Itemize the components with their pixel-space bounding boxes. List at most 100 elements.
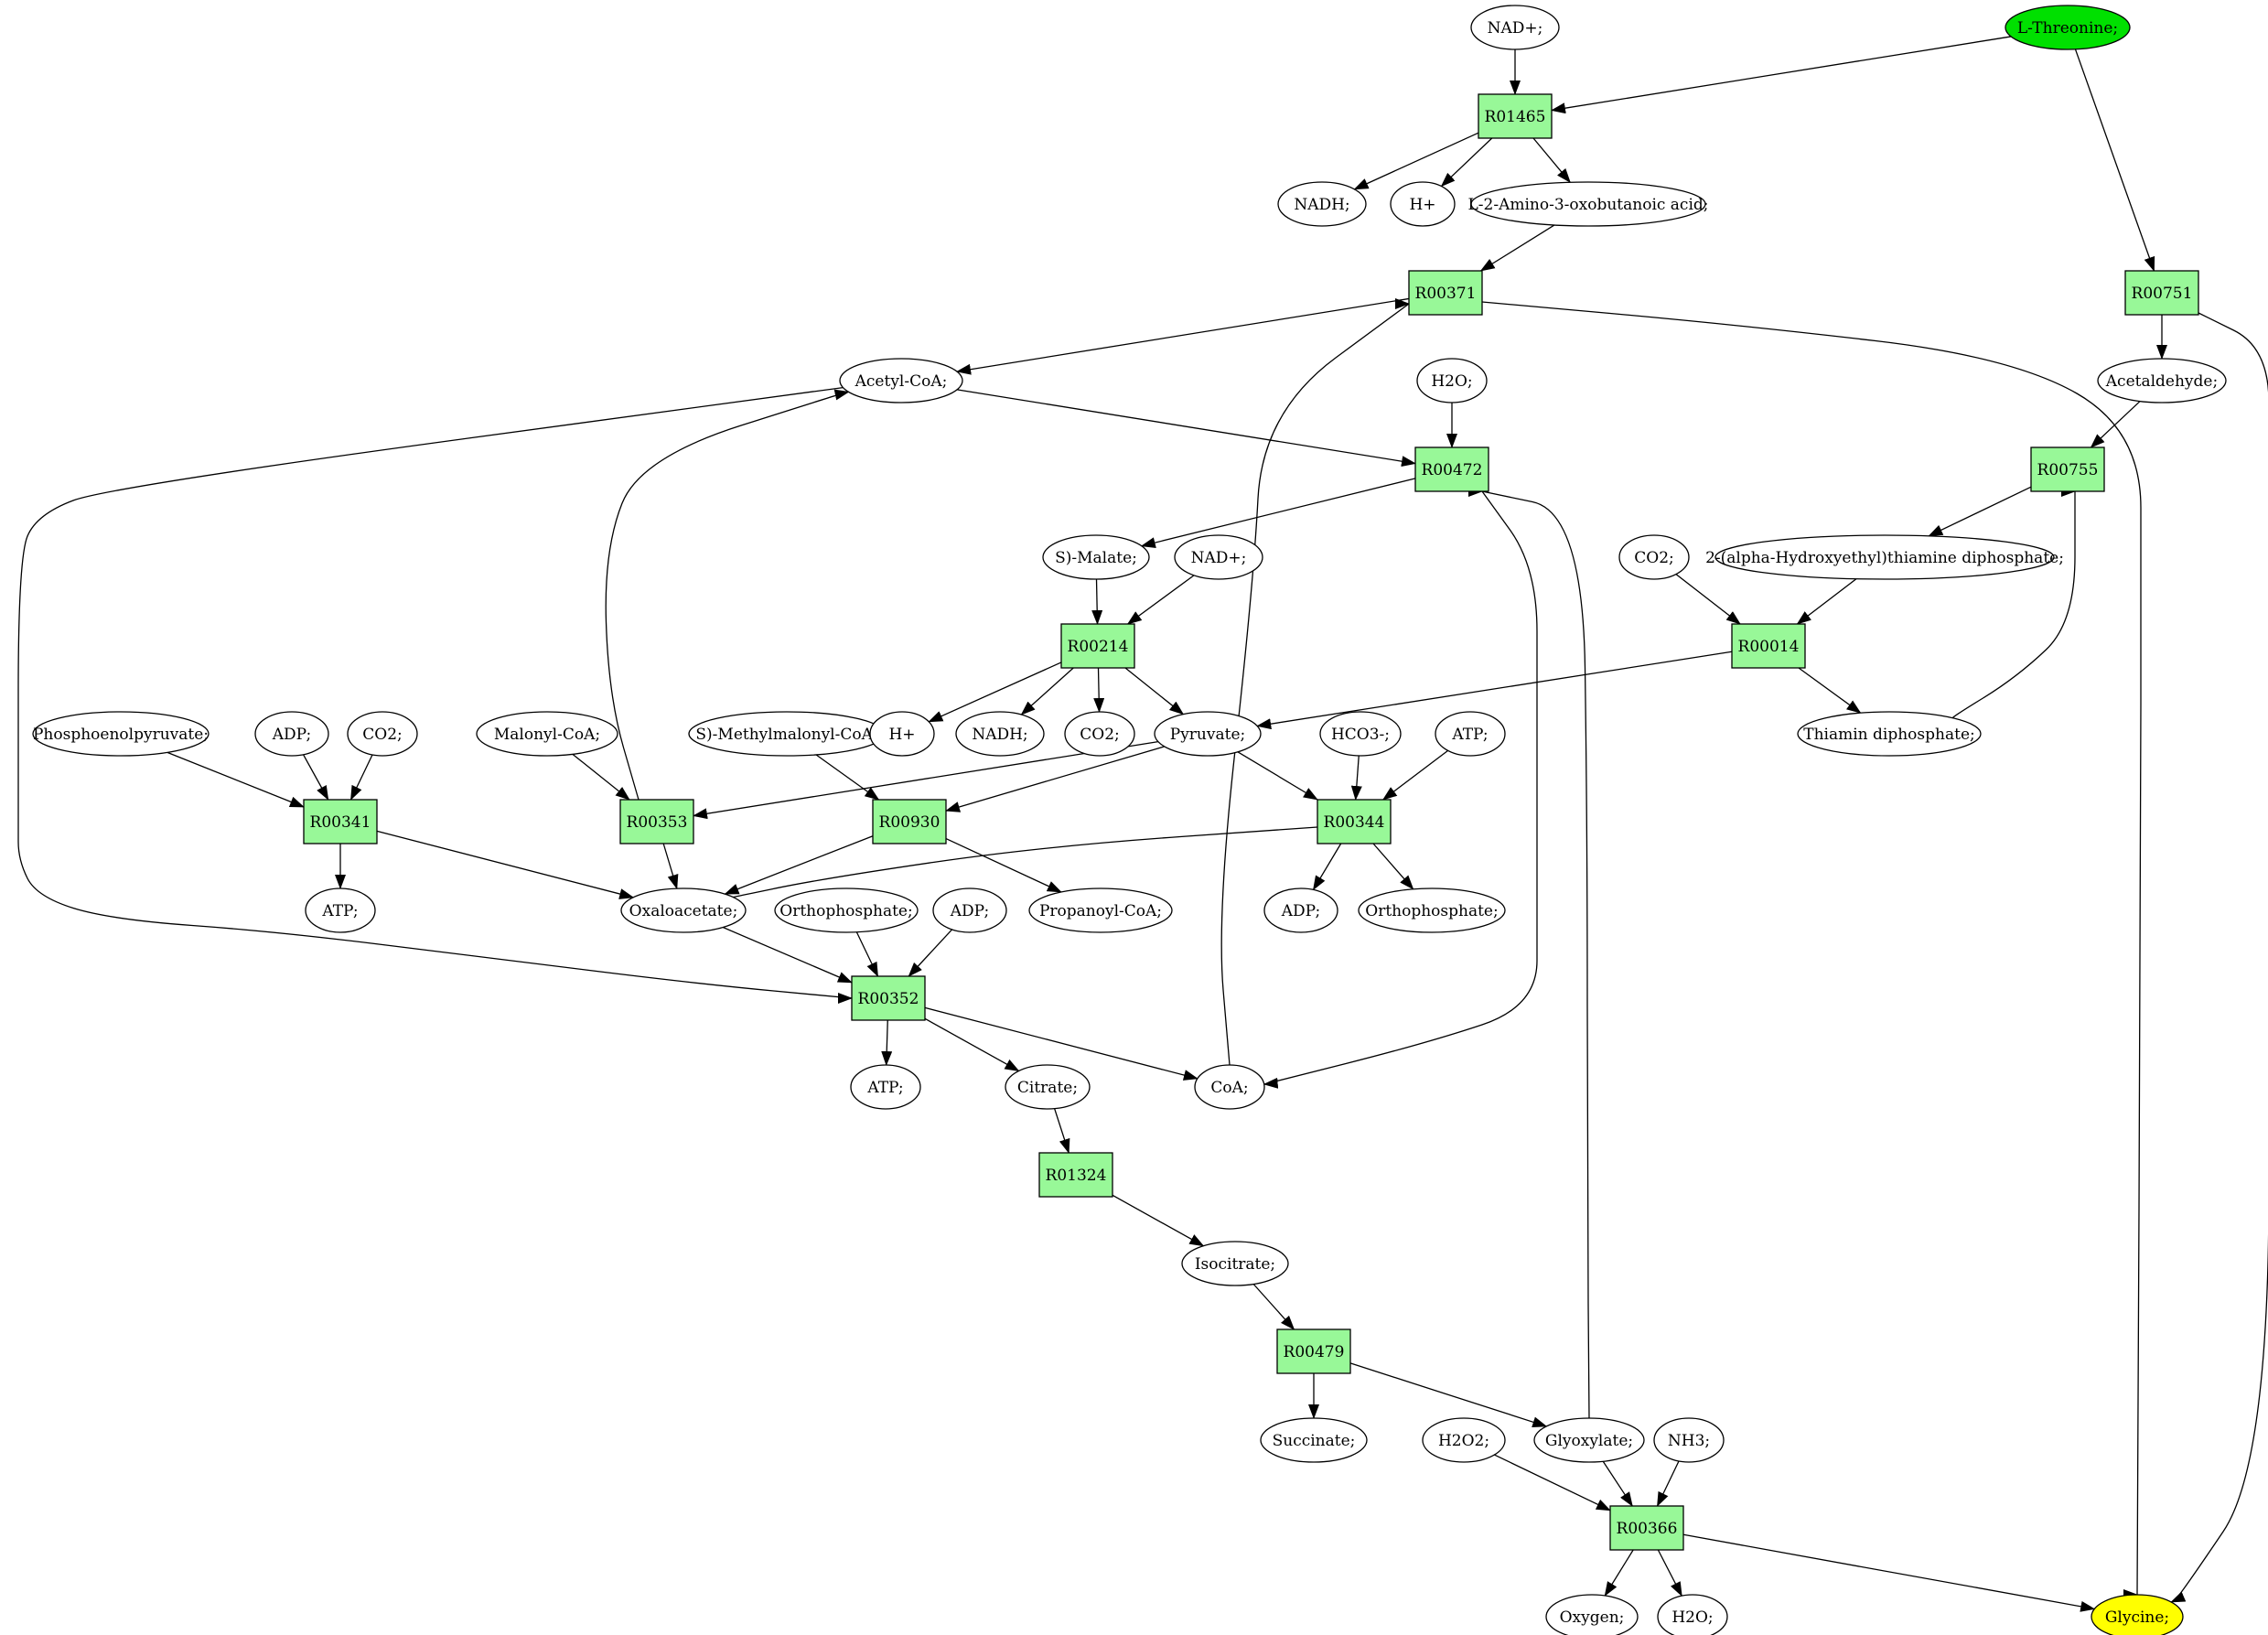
compound-node-hco3[interactable]: HCO3-; [1319, 711, 1402, 757]
node-label: R01324 [1046, 1167, 1107, 1185]
compound-node-pep[interactable]: Phosphoenolpyruvate; [32, 711, 210, 757]
reaction-node-R00930[interactable]: R00930 [872, 799, 947, 844]
compound-node-isocitrate[interactable]: Isocitrate; [1181, 1241, 1289, 1286]
compound-node-succinate[interactable]: Succinate; [1260, 1417, 1368, 1463]
compound-ellipse [1042, 534, 1150, 580]
compound-node-oaa[interactable]: Oxaloacetate; [620, 887, 747, 933]
compound-node-propanoyl[interactable]: Propanoyl-CoA; [1028, 887, 1173, 933]
node-label: R01465 [1485, 108, 1546, 126]
edge-oaa-to-R00352 [722, 926, 853, 984]
compound-ellipse [1174, 534, 1263, 580]
compound-node-citrate[interactable]: Citrate; [1005, 1064, 1091, 1110]
compound-node-adp2[interactable]: ADP; [932, 887, 1007, 933]
edge-glyoxylate-to-R00366 [1602, 1460, 1633, 1507]
edge-coa-to-R00371 [1220, 303, 1410, 1066]
compound-node-h1[interactable]: H+ [1390, 181, 1456, 227]
edge-R00352-to-citrate [924, 1017, 1020, 1072]
edge-R00214-to-co2c [1093, 667, 1105, 714]
compound-ellipse [1797, 711, 1982, 757]
compound-node-co2c[interactable]: CO2; [1064, 711, 1135, 757]
node-label: R00014 [1738, 638, 1800, 656]
edge-adp2-to-R00352 [908, 929, 953, 977]
compound-node-co2a[interactable]: CO2; [1618, 534, 1690, 580]
edge-R00930-to-oaa [724, 835, 874, 895]
compound-node-co2b[interactable]: CO2; [347, 711, 418, 757]
compound-node-h2[interactable]: H+ [869, 711, 935, 757]
reaction-node-R01465[interactable]: R01465 [1478, 93, 1553, 139]
node-label: R00371 [1415, 285, 1477, 303]
node-label: 2-(alpha-Hydroxyethyl)thiamine diphospha… [1705, 549, 2064, 567]
node-label: HCO3-; [1331, 726, 1390, 744]
edge-pep-to-R00341 [167, 751, 305, 808]
node-label: ADP; [272, 726, 311, 744]
compound-ellipse [1422, 1417, 1506, 1463]
edge-acetaldehyde-to-R00755 [2090, 401, 2141, 448]
edge-R00366-to-h2o2b [1657, 1549, 1682, 1597]
compound-node-nadh2[interactable]: NADH; [955, 711, 1045, 757]
compound-node-atp2[interactable]: ATP; [305, 887, 376, 933]
node-label: R00930 [879, 813, 941, 832]
reaction-node-R00751[interactable]: R00751 [2124, 270, 2199, 316]
node-label: Oxygen; [1560, 1608, 1625, 1627]
compound-node-thr[interactable]: L-Threonine; [2005, 5, 2131, 50]
compound-node-smalate[interactable]: S)-Malate; [1042, 534, 1150, 580]
compound-node-h2o1[interactable]: H2O; [1416, 358, 1488, 403]
reaction-node-R00479[interactable]: R00479 [1276, 1328, 1351, 1374]
edge-R00214-to-h2 [928, 662, 1062, 723]
edge-h2o2-to-R00366 [1494, 1454, 1611, 1511]
reaction-node-R00371[interactable]: R00371 [1408, 270, 1483, 316]
compound-node-pyruvate[interactable]: Pyruvate; [1154, 711, 1262, 757]
compound-ellipse [1390, 181, 1456, 227]
compound-node-glycine[interactable]: Glycine; [2091, 1594, 2184, 1635]
reaction-node-R00472[interactable]: R00472 [1414, 446, 1489, 492]
reaction-node-R00344[interactable]: R00344 [1317, 799, 1392, 844]
edge-R00371-to-glycine [1481, 301, 2144, 1596]
compound-ellipse [1657, 1594, 1728, 1635]
node-label: NADH; [1294, 196, 1349, 214]
compound-node-hethtpp[interactable]: 2-(alpha-Hydroxyethyl)thiamine diphospha… [1705, 534, 2064, 580]
nodes-layer: NAD+;L-Threonine;R01465NADH;H+L-2-Amino-… [32, 5, 2227, 1635]
node-label: Oxaloacetate; [629, 902, 738, 920]
reaction-node-R00366[interactable]: R00366 [1609, 1505, 1684, 1551]
node-label: Orthophosphate; [1365, 902, 1498, 920]
compound-node-nadh1[interactable]: NADH; [1277, 181, 1367, 227]
compound-node-tpp[interactable]: Thiamin diphosphate; [1797, 711, 1982, 757]
node-label: R00341 [310, 813, 371, 832]
node-label: R00353 [627, 813, 688, 832]
node-label: R00344 [1324, 813, 1385, 832]
compound-node-atp1[interactable]: ATP; [1435, 711, 1506, 757]
compound-ellipse [1653, 1417, 1725, 1463]
reaction-node-R00352[interactable]: R00352 [851, 975, 926, 1021]
compound-node-acetaldehyde[interactable]: Acetaldehyde; [2097, 358, 2227, 403]
compound-node-glyoxylate[interactable]: Glyoxylate; [1533, 1417, 1645, 1463]
reaction-box [872, 799, 947, 844]
compound-node-amino[interactable]: L-2-Amino-3-oxobutanoic acid; [1467, 181, 1709, 227]
compound-node-ortho2[interactable]: Orthophosphate; [1358, 887, 1506, 933]
reaction-node-R01324[interactable]: R01324 [1038, 1152, 1113, 1198]
reaction-node-R00014[interactable]: R00014 [1731, 623, 1806, 669]
reaction-node-R00755[interactable]: R00755 [2030, 446, 2105, 492]
compound-node-oxygen[interactable]: Oxygen; [1545, 1594, 1639, 1635]
compound-node-h2o2[interactable]: H2O2; [1422, 1417, 1506, 1463]
reaction-node-R00214[interactable]: R00214 [1060, 623, 1135, 669]
compound-node-ortho1[interactable]: Orthophosphate; [774, 887, 919, 933]
reaction-node-R00353[interactable]: R00353 [619, 799, 694, 844]
compound-node-nad1[interactable]: NAD+; [1470, 5, 1560, 50]
compound-node-nad2[interactable]: NAD+; [1174, 534, 1263, 580]
compound-node-atp3[interactable]: ATP; [850, 1064, 921, 1110]
compound-node-smethylmalonyl[interactable]: S)-Methylmalonyl-CoA; [688, 711, 886, 757]
compound-node-malonylcoa[interactable]: Malonyl-CoA; [476, 711, 618, 757]
edge-co2b-to-R00341 [349, 754, 373, 801]
compound-node-adp1[interactable]: ADP; [254, 711, 329, 757]
reaction-node-R00341[interactable]: R00341 [303, 799, 378, 844]
edges-layer [17, 36, 2268, 1612]
node-label: Pyruvate; [1170, 726, 1245, 744]
compound-node-adp3[interactable]: ADP; [1263, 887, 1338, 933]
compound-node-acetylcoa[interactable]: Acetyl-CoA; [839, 358, 963, 403]
compound-node-coa[interactable]: CoA; [1194, 1064, 1265, 1110]
compound-ellipse [1028, 887, 1173, 933]
node-label: Glycine; [2105, 1608, 2169, 1627]
node-label: CO2; [362, 726, 403, 744]
compound-node-h2o2b[interactable]: H2O; [1657, 1594, 1728, 1635]
compound-node-nh3[interactable]: NH3; [1653, 1417, 1725, 1463]
